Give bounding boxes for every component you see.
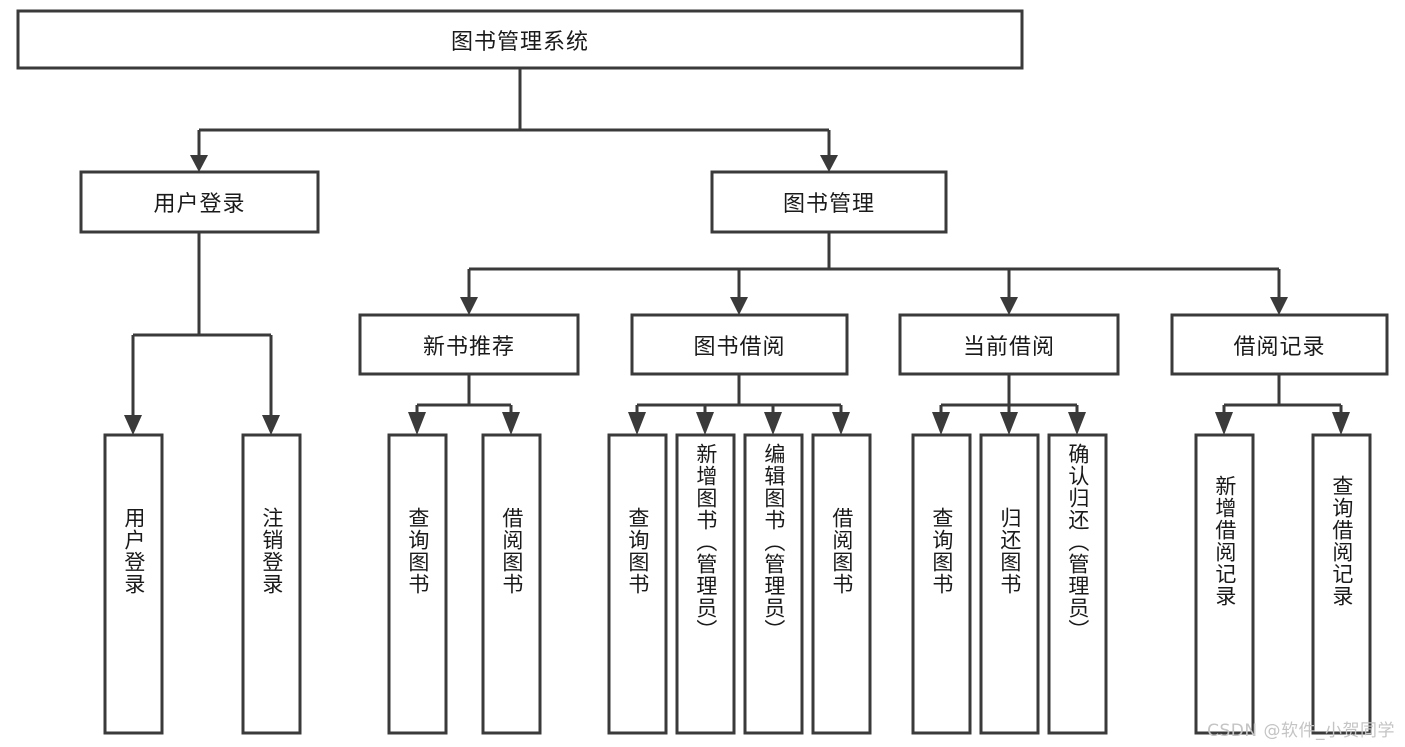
arrow-head-bookborrow-4 xyxy=(832,412,850,435)
arrow-head-bookborrow-1 xyxy=(628,412,646,435)
node-book-borrow[interactable] xyxy=(630,313,849,376)
node-leaf-bookborrow-query[interactable] xyxy=(607,433,668,735)
arrow-head-bookmgmt-2 xyxy=(730,297,748,315)
node-leaf-borrowrecord-query[interactable] xyxy=(1311,433,1372,735)
arrow-head-bookborrow-2 xyxy=(696,412,714,435)
node-leaf-currentborrow-confirm[interactable] xyxy=(1047,433,1108,735)
arrow-head-borrowrecord-2 xyxy=(1332,412,1350,435)
node-leaf-newbook-borrow[interactable] xyxy=(481,433,542,735)
node-leaf-bookborrow-borrow[interactable] xyxy=(811,433,872,735)
arrow-head-newbook-1 xyxy=(408,412,426,435)
arrow-head-currentborrow-1 xyxy=(932,412,950,435)
arrow-head-currentborrow-3 xyxy=(1068,412,1086,435)
node-leaf-newbook-query[interactable] xyxy=(387,433,448,735)
arrow-head-root-1 xyxy=(190,155,208,172)
arrow-head-currentborrow-2 xyxy=(1000,412,1018,435)
arrow-head-userlogin-1 xyxy=(124,415,142,435)
node-leaf-bookborrow-add[interactable] xyxy=(675,433,736,735)
node-leaf-currentborrow-return[interactable] xyxy=(979,433,1040,735)
node-new-book-recommend[interactable] xyxy=(358,313,580,376)
arrow-head-borrowrecord-1 xyxy=(1215,412,1233,435)
node-leaf-bookborrow-edit[interactable] xyxy=(743,433,804,735)
node-borrow-record[interactable] xyxy=(1170,313,1389,376)
arrow-head-bookmgmt-1 xyxy=(460,297,478,315)
node-root-system[interactable] xyxy=(16,9,1024,70)
arrow-head-bookmgmt-3 xyxy=(1000,297,1018,315)
arrow-head-root-2 xyxy=(820,155,838,172)
arrow-head-bookmgmt-4 xyxy=(1270,297,1288,315)
node-book-management[interactable] xyxy=(710,170,948,234)
node-leaf-borrowrecord-add[interactable] xyxy=(1194,433,1255,735)
node-leaf-user-login[interactable] xyxy=(103,433,164,735)
node-user-login[interactable] xyxy=(79,170,320,234)
node-leaf-user-logout[interactable] xyxy=(241,433,302,735)
arrow-head-bookborrow-3 xyxy=(764,412,782,435)
arrow-head-userlogin-2 xyxy=(262,415,280,435)
arrow-head-newbook-2 xyxy=(502,412,520,435)
node-leaf-currentborrow-query[interactable] xyxy=(911,433,972,735)
node-current-borrow[interactable] xyxy=(898,313,1120,376)
